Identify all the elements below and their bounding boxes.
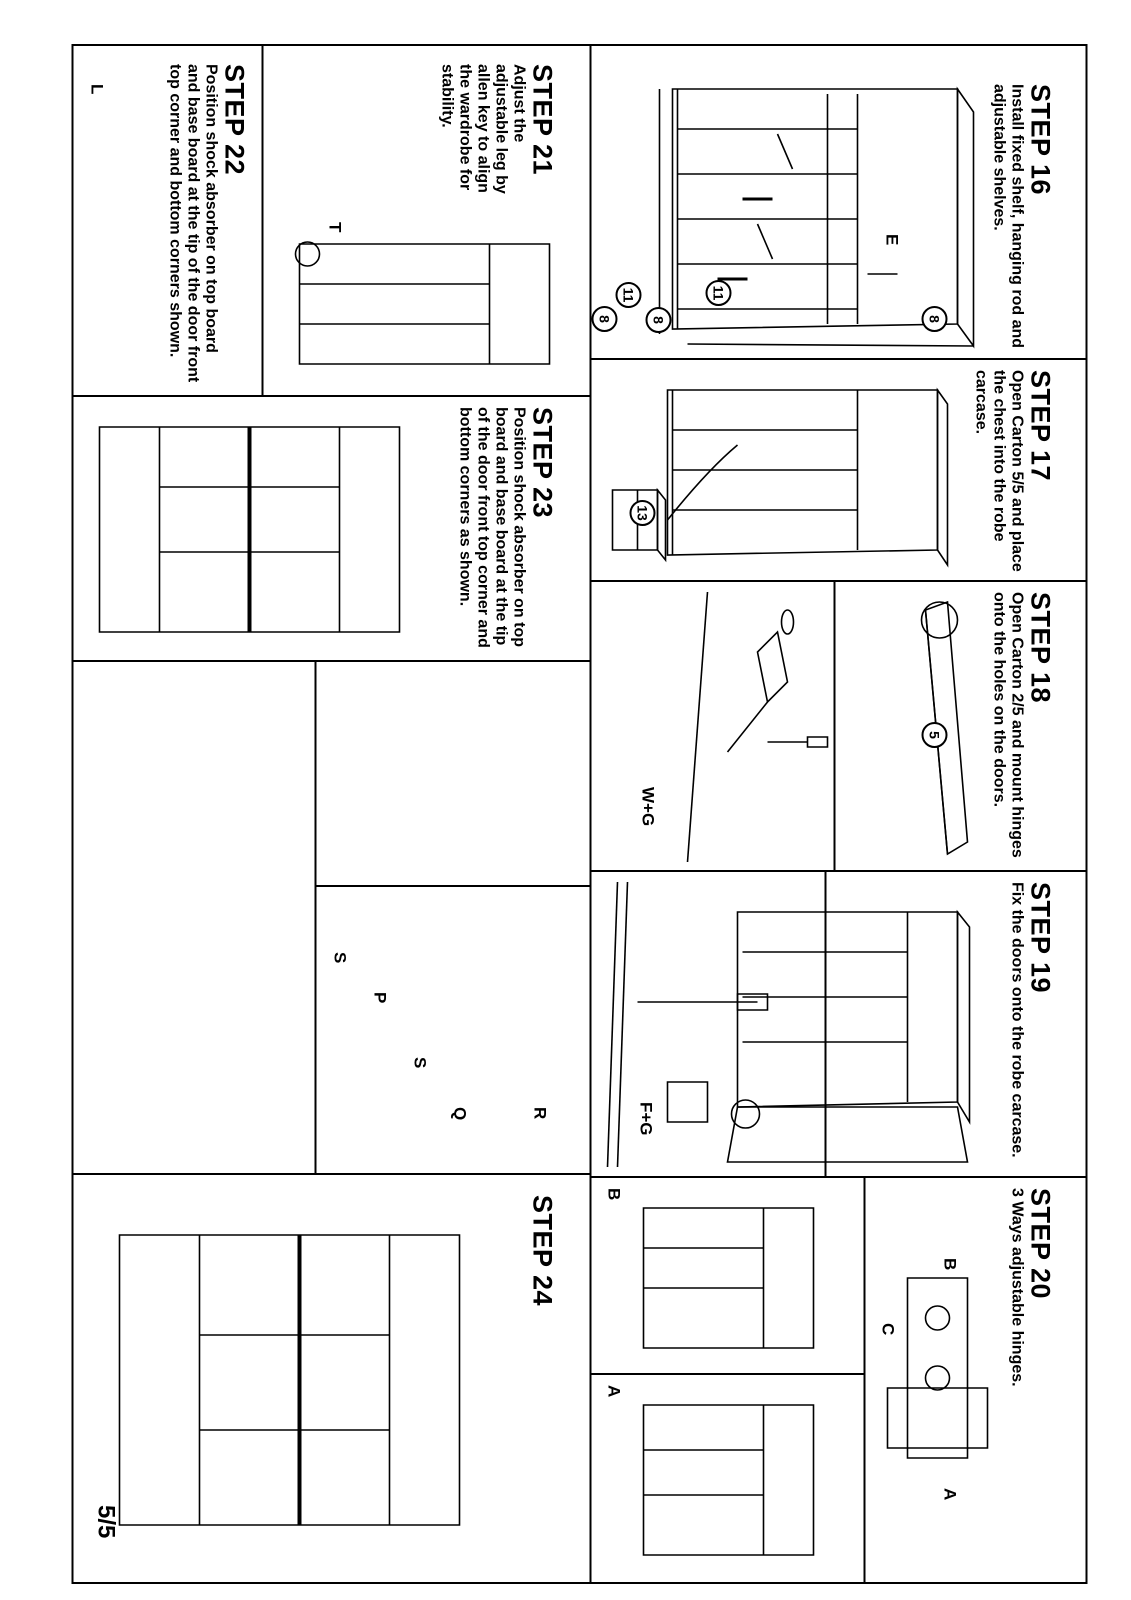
step-21-title: STEP 21 <box>527 64 557 176</box>
chest-into-carcase-illustration <box>607 370 967 570</box>
part-label-W+G: W+G <box>638 787 657 827</box>
adjust-label-C: C <box>878 1323 897 1336</box>
wardrobe-a-illustration <box>633 1395 833 1565</box>
wardrobe-carcase-illustration <box>647 74 977 344</box>
closed-wardrobe-illustration <box>89 407 409 652</box>
step-23-title: STEP 23 <box>527 407 557 519</box>
step-18-title: STEP 18 <box>1025 592 1055 704</box>
step-22-text: Position shock absorber on top board and… <box>166 64 219 383</box>
step-16-panel: STEP 16 Install fixed shelf, hanging rod… <box>591 44 1087 358</box>
adjust-label-A: A <box>940 1488 959 1501</box>
adjust-label-A: A <box>604 1385 623 1398</box>
door-fixing-illustration <box>727 882 977 1167</box>
page-number: 5/5 <box>92 1505 119 1539</box>
part-label-F+G: F+G <box>636 1102 655 1136</box>
step-24-panel: STEP 24 5/5 <box>71 1175 589 1584</box>
part-label-P: P <box>370 992 389 1004</box>
step-24-title: STEP 24 <box>527 1195 557 1307</box>
part-circle-13: 13 <box>629 500 655 526</box>
step-20-text: 3 Ways adjustable hinges. <box>1008 1188 1025 1387</box>
hinge-adjust-illustration <box>877 1258 997 1478</box>
step-21-text: Adjust the adjustable leg by allen key t… <box>438 64 527 194</box>
part-circle-11: 11 <box>705 280 731 306</box>
step-18-panel: STEP 18 Open Carton 2/5 and mount hinges… <box>591 582 1087 870</box>
step-17-title: STEP 17 <box>1025 370 1055 482</box>
adjust-label-B: B <box>940 1258 959 1271</box>
step-21-panel: STEP 21 Adjust the adjustable leg by all… <box>263 44 589 395</box>
part-circle-8: 8 <box>645 307 671 333</box>
part-circle-8: 8 <box>591 306 617 332</box>
part-label-Q: Q <box>450 1107 469 1121</box>
step-18-text: Open Carton 2/5 and mount hinges onto th… <box>990 592 1025 858</box>
wardrobe-b-illustration <box>633 1198 833 1358</box>
step-22-title: STEP 22 <box>219 64 249 176</box>
part-circle-8: 8 <box>921 306 947 332</box>
leg-adjust-illustration <box>279 224 569 384</box>
adjust-label-B: B <box>604 1188 623 1201</box>
part-circle-11: 11 <box>615 282 641 308</box>
step-16-title: STEP 16 <box>1025 84 1055 196</box>
door-screwdriver-illustration <box>597 882 767 1167</box>
step-20-title: STEP 20 <box>1025 1188 1055 1300</box>
hinge-screw-illustration <box>607 592 827 862</box>
step-23-panel: STEP 23 Position shock absorber on top b… <box>71 397 589 660</box>
step-19-panel: STEP 19 Fix the doors onto the robe carc… <box>591 872 1087 1176</box>
step-20-panel: STEP 20 3 Ways adjustable hinges. B C A <box>865 1178 1087 1584</box>
step-23-text: Position shock absorber on top board and… <box>456 407 527 648</box>
step-23-detail-panel: R Q S P S <box>316 662 589 1173</box>
step-19-text: Fix the doors onto the robe carcase. <box>1008 882 1025 1158</box>
step-20-b-panel: B <box>591 1178 863 1373</box>
part-label-S: S <box>410 1057 429 1069</box>
step-19-title: STEP 19 <box>1025 882 1055 994</box>
step-17-panel: STEP 17 Open Carton 5/5 and place the ch… <box>591 360 1087 580</box>
part-label-L: L <box>87 84 106 95</box>
part-circle-5: 5 <box>921 722 947 748</box>
finished-wardrobe-illustration <box>99 1215 499 1555</box>
tool-label-T: T <box>325 222 344 233</box>
step-17-text: Open Carton 5/5 and place the chest into… <box>972 370 1025 572</box>
part-label-S: S <box>330 952 349 964</box>
step-16-text: Install fixed shelf, hanging rod and adj… <box>990 84 1025 349</box>
step-20-a-panel: A <box>591 1375 863 1584</box>
part-label-R: R <box>530 1107 549 1120</box>
step-22-panel: STEP 22 Position shock absorber on top b… <box>71 44 261 395</box>
door-panel-illustration <box>837 592 977 862</box>
part-label-E: E <box>882 234 901 246</box>
